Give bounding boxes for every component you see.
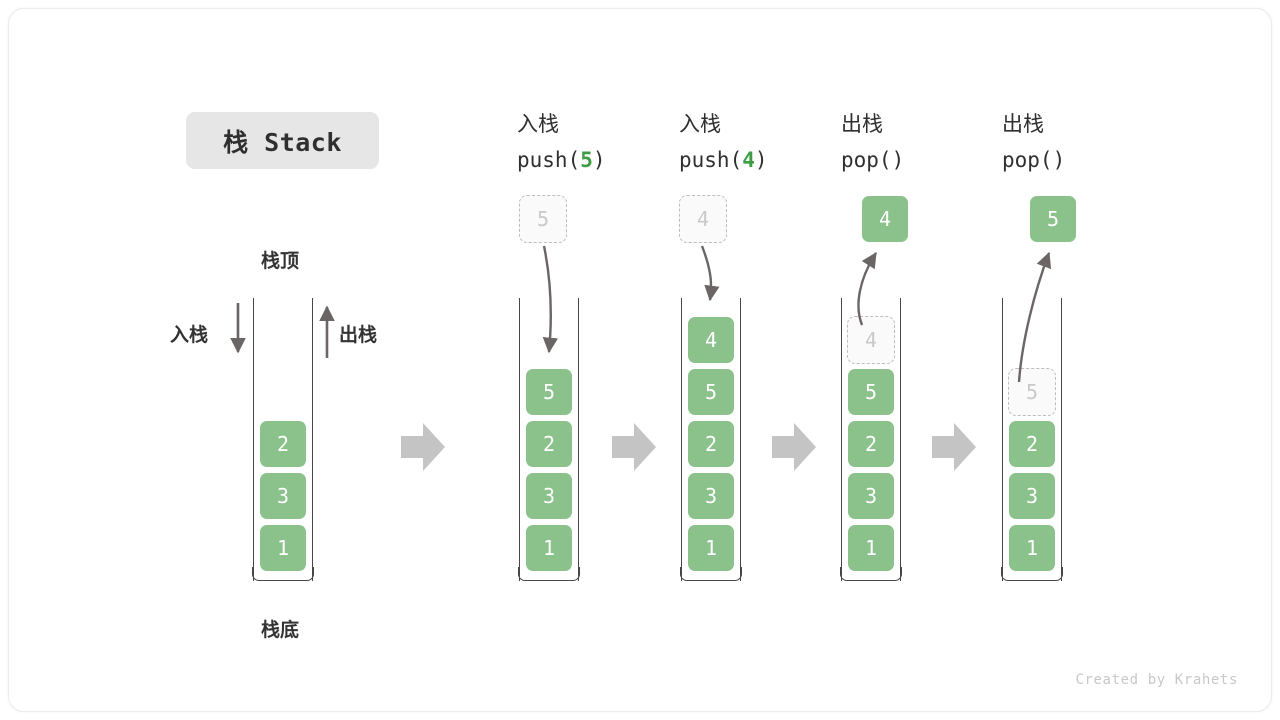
stack-cell: 1	[847, 524, 895, 572]
stack-cell: 3	[525, 472, 573, 520]
stack-wall-left	[519, 298, 520, 581]
stack-cell: 1	[1008, 524, 1056, 572]
stack-cell: 4	[687, 316, 735, 364]
stack-container-step-3	[840, 298, 902, 581]
step-operation-label: 出栈	[841, 112, 883, 136]
stack-container-step-4	[1001, 298, 1063, 581]
code-argument: 4	[742, 148, 755, 172]
stack-bottom-curve	[518, 567, 580, 581]
code-prefix: push(	[517, 148, 581, 172]
stack-cell: 1	[525, 524, 573, 572]
stack-cell: 2	[687, 420, 735, 468]
stack-container-step-1	[518, 298, 580, 581]
stack-cell-removed: 5	[1008, 368, 1056, 416]
stack-cell: 2	[847, 420, 895, 468]
popped-value: 5	[1029, 195, 1077, 243]
stack-cell: 3	[687, 472, 735, 520]
pop-direction-label: 出栈	[339, 324, 378, 346]
code-prefix: push(	[679, 148, 743, 172]
stack-cell: 2	[525, 420, 573, 468]
code-suffix: )	[592, 148, 606, 172]
step-operation-code: pop()	[841, 142, 904, 178]
stack-cell: 5	[687, 368, 735, 416]
stack-wall-right	[312, 298, 313, 581]
step-header-2: 入栈 push(4)	[679, 106, 768, 178]
stack-wall-left	[841, 298, 842, 581]
stack-wall-right	[900, 298, 901, 581]
step-header-3: 出栈 pop()	[841, 106, 904, 178]
stack-container-base	[252, 298, 314, 581]
pending-push-value: 5	[519, 195, 567, 243]
code-suffix: )	[1052, 148, 1066, 172]
pending-push-value: 4	[679, 195, 727, 243]
stack-cell: 2	[259, 420, 307, 468]
step-operation-label: 入栈	[679, 112, 721, 136]
step-operation-label: 出栈	[1002, 112, 1044, 136]
stack-bottom-label: 栈底	[261, 619, 300, 641]
popped-value: 4	[861, 195, 909, 243]
stack-bottom-curve	[680, 567, 742, 581]
stack-cell: 1	[259, 524, 307, 572]
step-operation-label: 入栈	[517, 112, 559, 136]
stack-wall-left	[1002, 298, 1003, 581]
stack-cell: 3	[1008, 472, 1056, 520]
stack-top-label: 栈顶	[261, 250, 300, 272]
stack-cell: 1	[687, 524, 735, 572]
stack-wall-left	[253, 298, 254, 581]
figure-title: 栈 Stack	[186, 112, 379, 169]
stack-bottom-curve	[1001, 567, 1063, 581]
step-operation-code: push(4)	[679, 142, 768, 178]
step-header-4: 出栈 pop()	[1002, 106, 1065, 178]
step-operation-code: push(5)	[517, 142, 606, 178]
stack-wall-right	[740, 298, 741, 581]
step-operation-code: pop()	[1002, 142, 1065, 178]
code-suffix: )	[754, 148, 768, 172]
stack-cell: 5	[525, 368, 573, 416]
stack-wall-right	[1061, 298, 1062, 581]
stack-bottom-curve	[840, 567, 902, 581]
stack-cell: 3	[259, 472, 307, 520]
stack-cell: 3	[847, 472, 895, 520]
stack-wall-right	[578, 298, 579, 581]
code-prefix: pop(	[1002, 148, 1053, 172]
stack-bottom-curve	[252, 567, 314, 581]
code-suffix: )	[891, 148, 905, 172]
stack-cell-removed: 4	[847, 316, 895, 364]
stack-cell: 5	[847, 368, 895, 416]
push-direction-label: 入栈	[170, 324, 209, 346]
code-prefix: pop(	[841, 148, 892, 172]
step-header-1: 入栈 push(5)	[517, 106, 606, 178]
stack-container-step-2	[680, 298, 742, 581]
stack-wall-left	[681, 298, 682, 581]
stack-cell: 2	[1008, 420, 1056, 468]
watermark: Created by Krahets	[1075, 672, 1238, 688]
code-argument: 5	[580, 148, 593, 172]
